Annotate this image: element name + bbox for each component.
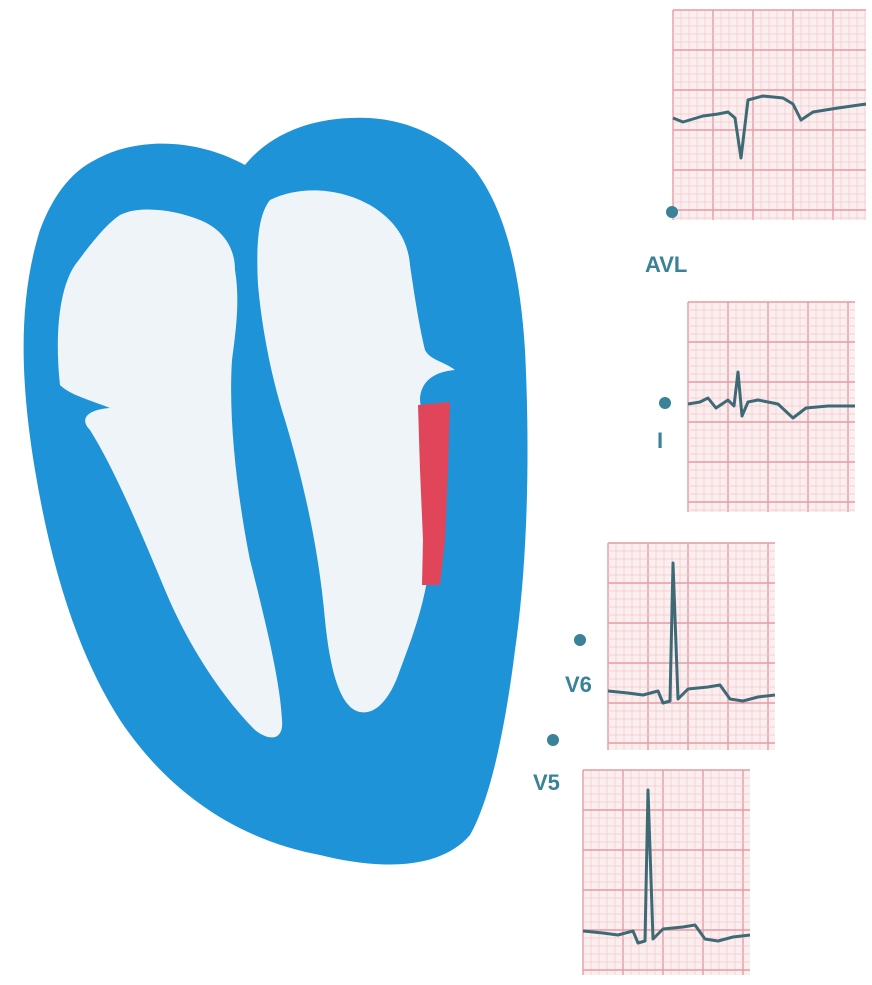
ecg-strip-avl — [673, 10, 866, 220]
electrode-dot-avl — [666, 206, 678, 218]
ecg-paper — [583, 770, 750, 975]
ecg-strip-v5 — [583, 770, 750, 975]
lead-label-v6: V6 — [565, 672, 592, 697]
lead-label-v5: V5 — [533, 770, 560, 795]
electrode-dot-i — [659, 397, 671, 409]
ecg-strip-i — [688, 302, 855, 512]
lead-label-i: I — [657, 428, 663, 453]
lead-label-avl: AVL — [645, 252, 687, 277]
ecg-panels — [583, 10, 866, 975]
electrode-dot-v6 — [574, 634, 586, 646]
ecg-strip-v6 — [608, 543, 775, 750]
heart-cross-section — [24, 118, 528, 865]
electrode-dot-v5 — [547, 734, 559, 746]
